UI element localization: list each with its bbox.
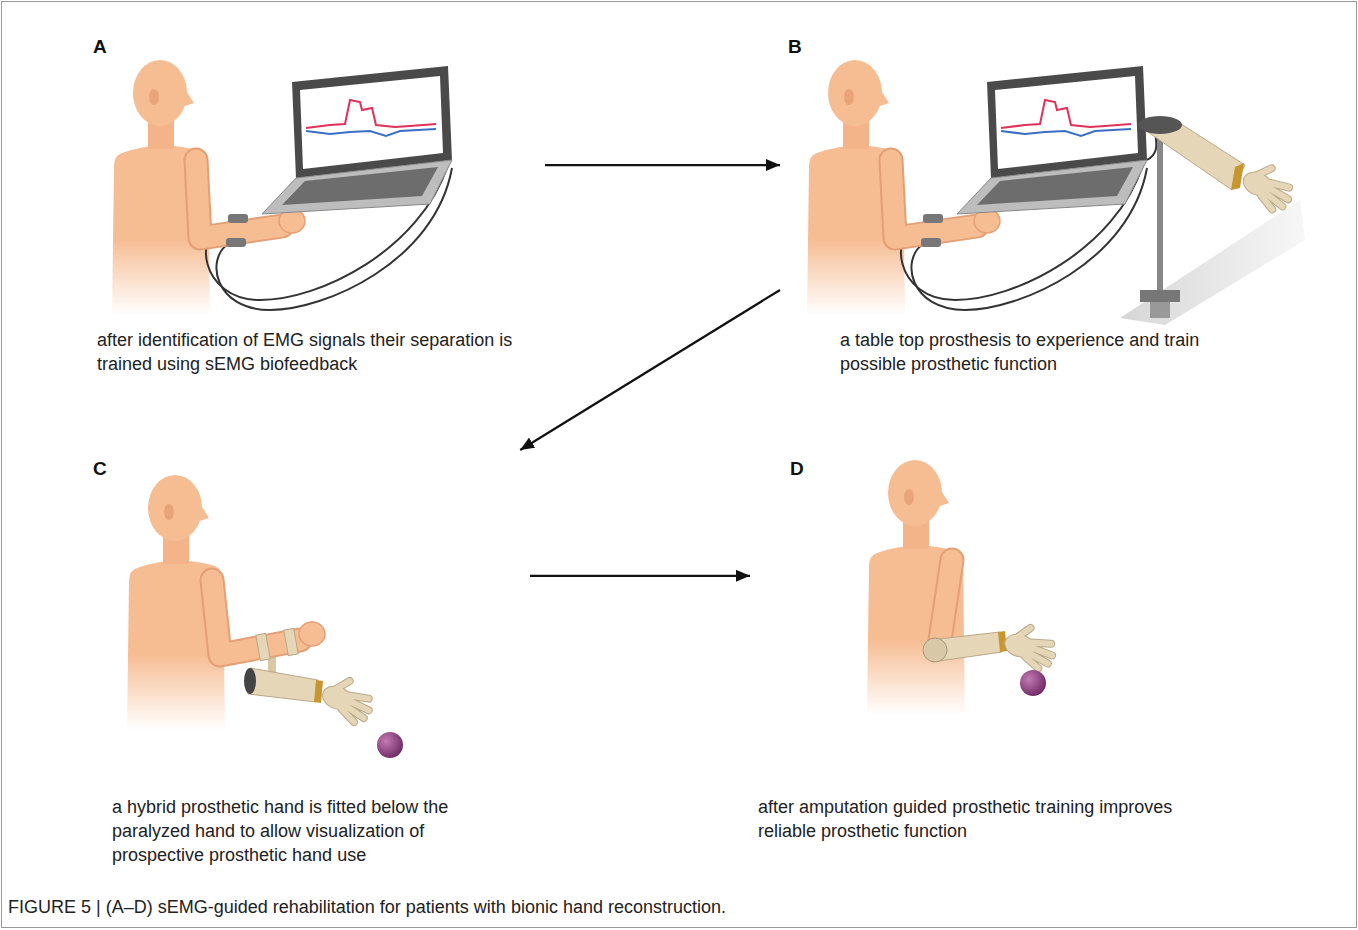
stand-foot [1150, 302, 1170, 318]
stand-clamp [1140, 290, 1180, 302]
person-figure [867, 460, 965, 715]
panel-letter: A [93, 36, 107, 58]
arm [212, 580, 300, 655]
splint-band [256, 633, 270, 660]
ball [377, 732, 403, 758]
stand-pole [1157, 132, 1163, 292]
elbow-joint [923, 638, 947, 662]
ball [1020, 670, 1046, 696]
panel-caption: after identification of EMG signals thei… [97, 328, 539, 376]
panel: Dafter amputation guided prosthetic trai… [750, 450, 1250, 875]
wrist-band [314, 680, 323, 703]
prosthetic-hand [1237, 159, 1297, 213]
panel-caption: a hybrid prosthetic hand is fitted below… [112, 795, 494, 867]
prosthesis-socket [1138, 116, 1182, 134]
panel: Ba table top prosthesis to experience an… [780, 28, 1260, 383]
figure-caption: FIGURE 5 | (A–D) sEMG-guided rehabilitat… [8, 896, 726, 918]
flow-arrow [530, 575, 750, 577]
panel-caption: a table top prosthesis to experience and… [840, 328, 1208, 376]
flow-arrow [545, 164, 780, 166]
prosthetic-hand [1001, 622, 1058, 670]
prosthetic-hand [317, 674, 376, 726]
panel-caption: after amputation guided prosthetic train… [758, 795, 1230, 843]
panel: Ca hybrid prosthetic hand is fitted belo… [85, 450, 530, 875]
splint-band [284, 628, 298, 655]
table-surface [1120, 200, 1305, 325]
panel-letter: D [790, 458, 804, 480]
prosthesis-socket [248, 668, 318, 702]
socket-opening [244, 668, 256, 694]
wrist-band [1231, 163, 1244, 190]
arm [940, 560, 952, 640]
panel-letter: B [788, 36, 802, 58]
arm-outline [940, 560, 952, 640]
flow-arrow [520, 290, 780, 450]
arm-outline [212, 580, 300, 655]
biofeedback-scene [112, 60, 452, 315]
biofeedback-scene [807, 60, 1147, 315]
panel: Aafter identification of EMG signals the… [85, 28, 545, 383]
panel-letter: C [93, 458, 107, 480]
paralyzed-hand [299, 622, 325, 646]
